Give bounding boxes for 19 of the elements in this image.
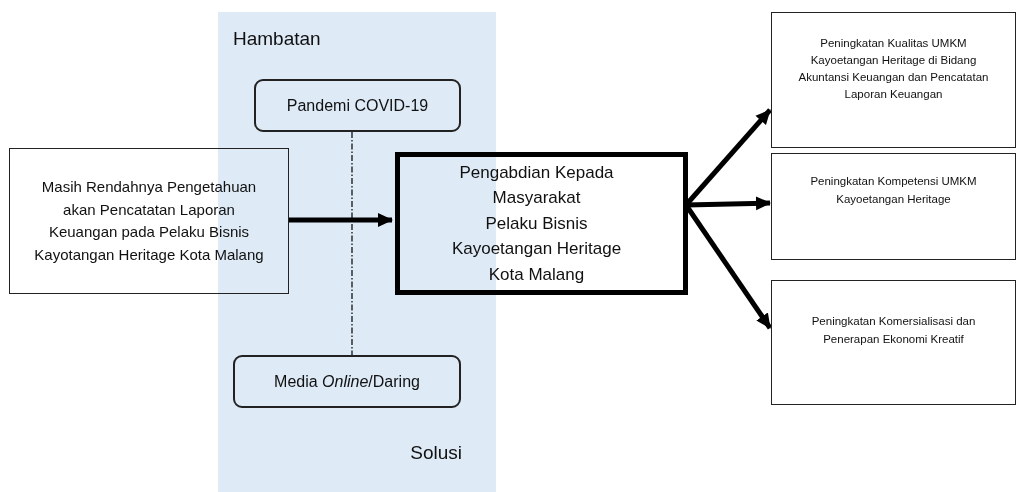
- rounded-box: [254, 79, 461, 132]
- process-box: [771, 280, 1016, 405]
- connector-line: [351, 131, 353, 356]
- process-box: [395, 152, 688, 295]
- box-text: Peningkatan Kompetensi UMKM Kayoetangan Heritage: [809, 174, 978, 207]
- box-text: Peningkatan Kualitas UMKM Kayoetangan Heritage di Bidang Akuntansi Keuangan dan Pencatatan Laporan Keuangan: [797, 35, 990, 103]
- rounded-box: [233, 355, 461, 408]
- lane-label: Solusi: [410, 442, 462, 464]
- arrow: [289, 213, 393, 227]
- box-text: Peningkatan Komersialisasi dan Penerapan Ekonomi Kreatif: [810, 314, 977, 347]
- box-text: Pengabdian Kepada Masyarakat: [458, 161, 615, 210]
- box-text: Masih Rendahnya Pengetahuan akan Pencatatan Laporan Keuangan pada Pelaku Bisnis Kayotangan Heritage Kota Malang: [33, 177, 265, 265]
- box-text: Pandemi COVID-19: [286, 95, 429, 116]
- box-text: Pelaku Bisnis Kayoetangan Heritage Kota Malang: [450, 212, 623, 286]
- box-text: Media Online/Daring: [274, 371, 420, 392]
- lane-label: Hambatan: [233, 28, 321, 50]
- process-box: [9, 148, 289, 294]
- process-box: [771, 12, 1016, 148]
- process-box: [771, 153, 1016, 260]
